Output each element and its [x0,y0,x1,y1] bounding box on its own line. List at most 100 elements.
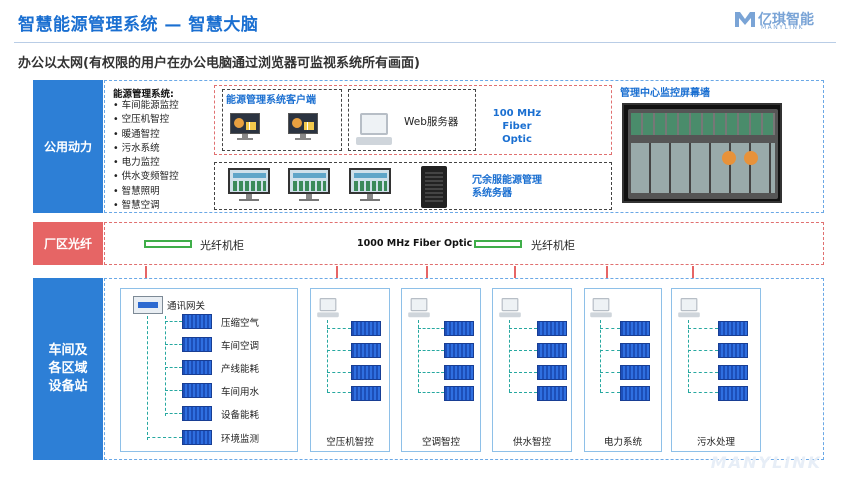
device-cabinet-icon [351,386,381,401]
device-label: 压缩空气 [221,318,260,329]
station-link [418,350,444,351]
station-trunk-line [418,320,419,392]
system-list-item: 智慧空调 [113,199,179,213]
gateway-label: 通讯网关 [167,301,206,312]
system-list-item: 空压机智控 [113,113,179,127]
zone-stations-frame [104,278,824,460]
fiber-connector [692,266,694,278]
device-cabinet-icon [537,321,567,336]
device-label: 车间空调 [221,341,260,352]
device-cabinet-icon [351,343,381,358]
device-label: 产线能耗 [221,364,260,375]
server-monitor-icon [228,168,270,202]
zone-label-stations: 车间及 各区域 设备站 [33,278,103,460]
station-label: 电力系统 [603,437,642,448]
company-logo: 亿琪智能 MANYLINK [734,8,830,31]
station-label: 供水智控 [512,437,551,448]
station-link [509,350,537,351]
station-link [600,392,620,393]
device-cabinet-icon [718,321,748,336]
station-pc-icon [498,298,522,318]
device-cabinet-icon [182,406,212,421]
page-title: 智慧能源管理系统 — 智慧大脑 [18,15,259,35]
fiber-connector [606,266,608,278]
logo-subtext: MANYLINK [761,24,804,31]
station-trunk-line [600,320,601,392]
station-link [418,392,444,393]
system-list-item: 供水变频智控 [113,170,179,184]
station-link [688,328,718,329]
redundant-server-frame [214,162,612,210]
station-link [688,392,718,393]
fiber-connector [145,266,147,278]
fiber-speed-label: 100 MHz Fiber Optic [492,108,542,145]
device-cabinet-icon [182,430,212,445]
station-link [600,350,620,351]
redundant-server-label: 冗余服能源管理 系统务器 [472,175,542,199]
device-cabinet-icon [718,343,748,358]
web-server-box [348,89,476,151]
zone-public-power-frame [104,80,824,213]
device-cabinet-icon [620,343,650,358]
system-list-title: 能源管理系统: [113,89,174,100]
header-divider [14,42,836,43]
client-group-frame [214,85,612,155]
fiber-connector [514,266,516,278]
station-trunk-line [688,320,689,392]
fiber-rack-icon [474,240,522,248]
device-link [165,321,182,322]
station-label: 空压机智控 [326,437,374,448]
device-link [165,390,182,391]
device-cabinet-icon [351,321,381,336]
system-list: 车间能源监控 空压机智控 暖通智控 污水系统 电力监控 供水变频智控 智慧照明 … [113,99,179,213]
fiber-connector [426,266,428,278]
zone-label-public-power: 公用动力 [33,80,103,213]
monitor-wall-screen [622,103,782,203]
device-label: 车间用水 [221,387,260,398]
gateway-icon [133,296,163,314]
server-rack-icon [421,166,447,208]
device-cabinet-icon [718,365,748,380]
fiber-rack-icon [144,240,192,248]
station-link [327,392,351,393]
device-cabinet-icon [718,386,748,401]
system-list-item: 车间能源监控 [113,99,179,113]
watermark: MANYLINK [710,453,822,472]
web-server-pc-icon [354,113,394,147]
station-link [509,328,537,329]
device-link [165,413,182,414]
network-subtitle: 办公以太网(有权限的用户在办公电脑通过浏览器可监视系统所有画面) [18,56,420,71]
device-label: 设备能耗 [221,410,260,421]
server-monitor-icon [349,168,391,202]
client-monitor-icon [230,113,260,141]
system-list-item: 污水系统 [113,142,179,156]
device-label: 环境监测 [221,434,260,445]
station-link [418,372,444,373]
backbone-fiber-label: 1000 MHz Fiber Optic [357,238,473,249]
station-link [418,328,444,329]
system-list-item: 智慧照明 [113,185,179,199]
zone-label-fiber: 厂区光纤 [33,222,103,265]
device-cabinet-icon [537,386,567,401]
station-link [327,372,351,373]
station-pc-icon [677,298,701,318]
fiber-rack-label: 光纤机柜 [200,239,244,252]
device-cabinet-icon [444,365,474,380]
device-cabinet-icon [537,365,567,380]
device-cabinet-icon [182,360,212,375]
device-link [165,344,182,345]
client-box [222,89,342,151]
logo-icon [735,12,755,27]
logo-text: 亿琪智能 [758,12,814,28]
device-cabinet-icon [444,386,474,401]
station-link [509,372,537,373]
station-link [327,350,351,351]
station-link [509,392,537,393]
monitor-wall-title: 管理中心监控屏幕墙 [620,88,710,99]
device-cabinet-icon [620,321,650,336]
device-cabinet-icon [182,314,212,329]
device-cabinet-icon [444,321,474,336]
device-cabinet-icon [182,383,212,398]
station-label: 污水处理 [696,437,735,448]
device-cabinet-icon [620,365,650,380]
